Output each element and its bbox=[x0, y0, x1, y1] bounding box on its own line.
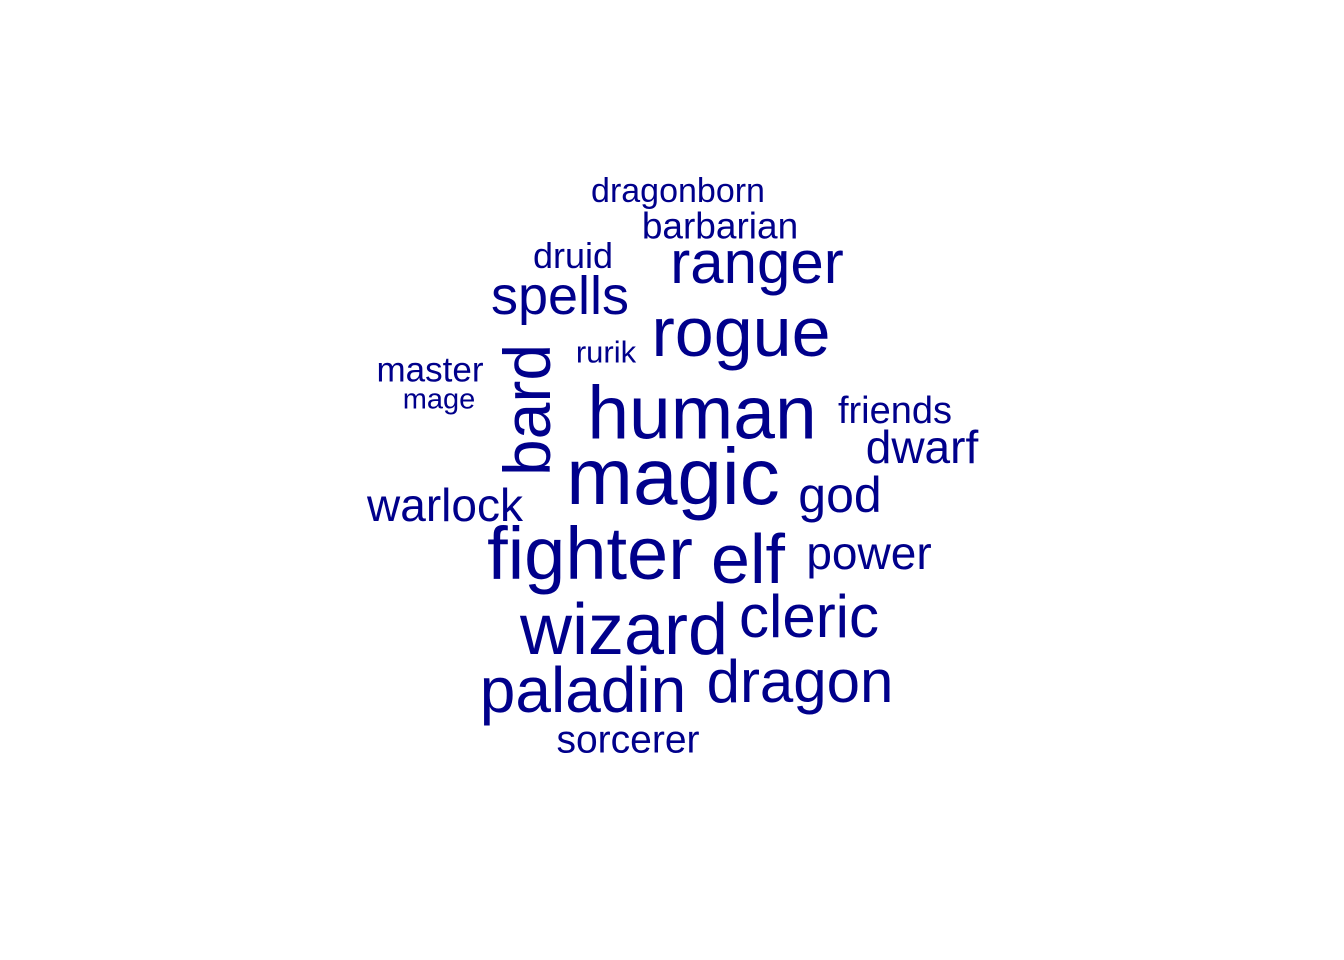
word-fighter: fighter bbox=[487, 512, 693, 595]
word-cleric: cleric bbox=[738, 583, 880, 650]
word-warlock: warlock bbox=[367, 479, 523, 531]
word-rogue: rogue bbox=[651, 293, 831, 371]
word-master: master bbox=[376, 350, 484, 390]
word-magic: magic bbox=[566, 432, 780, 521]
word-mage: mage bbox=[402, 383, 476, 416]
word-dwarf: dwarf bbox=[865, 421, 979, 473]
word-paladin: paladin bbox=[479, 654, 687, 726]
word-barbarian: barbarian bbox=[641, 205, 799, 247]
word-power: power bbox=[806, 527, 932, 579]
word-bard: bard bbox=[490, 343, 564, 477]
word-sorcerer: sorcerer bbox=[556, 718, 700, 762]
word-human: human bbox=[587, 370, 817, 455]
word-rurik: rurik bbox=[575, 334, 637, 370]
word-dragonborn: dragonborn bbox=[591, 172, 765, 210]
word-friends: friends bbox=[837, 390, 953, 432]
word-ranger: ranger bbox=[670, 229, 844, 296]
word-wizard: wizard bbox=[519, 590, 729, 670]
word-elf: elf bbox=[711, 520, 785, 598]
word-god: god bbox=[798, 467, 882, 523]
word-druid: druid bbox=[532, 235, 614, 276]
word-dragon: dragon bbox=[706, 648, 894, 715]
word-spells: spells bbox=[490, 266, 630, 326]
